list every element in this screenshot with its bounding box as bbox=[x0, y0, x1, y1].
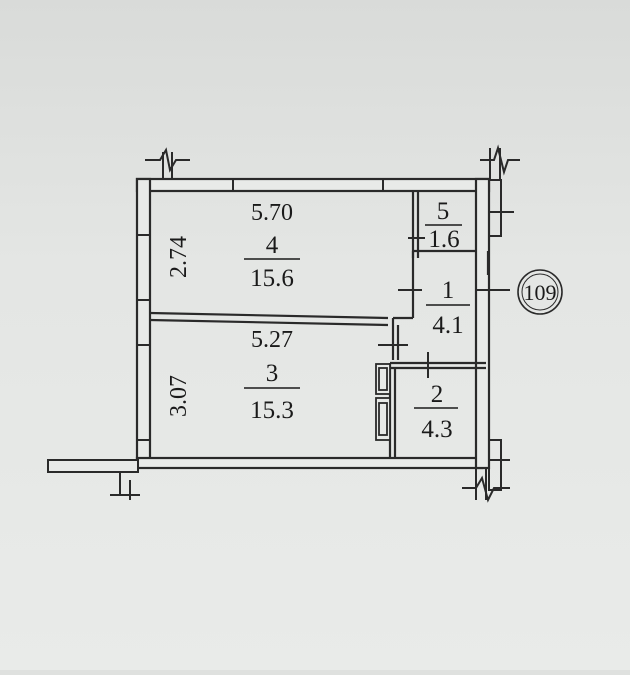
wall-openings bbox=[137, 179, 384, 441]
door-marks bbox=[378, 237, 510, 378]
bathroom-fixtures bbox=[375, 363, 391, 441]
room-5-number: 5 bbox=[437, 198, 450, 225]
unit-marker-label: 109 bbox=[524, 280, 557, 305]
room-5-area: 1.6 bbox=[428, 226, 459, 253]
room-2-number: 2 bbox=[431, 381, 444, 408]
right-wall bbox=[474, 177, 491, 470]
right-column bbox=[488, 179, 514, 491]
left-wall bbox=[135, 177, 152, 466]
outer-walls bbox=[135, 177, 491, 470]
room-3-number: 3 bbox=[266, 360, 279, 387]
interior-walls bbox=[149, 191, 490, 458]
room-2-area: 4.3 bbox=[421, 416, 452, 443]
break-marks bbox=[145, 144, 520, 503]
bottom-wall bbox=[135, 456, 484, 470]
top-wall bbox=[135, 177, 491, 193]
room-3-width: 3.07 bbox=[166, 375, 192, 417]
unit-marker: 109 bbox=[517, 269, 563, 315]
room-4-width: 2.74 bbox=[166, 236, 192, 278]
room-4-number: 4 bbox=[266, 232, 279, 259]
room-1-area: 4.1 bbox=[432, 312, 463, 339]
room-3-length: 5.27 bbox=[251, 327, 293, 353]
room-1-number: 1 bbox=[442, 277, 455, 304]
balcony bbox=[47, 459, 140, 500]
room-4-area: 15.6 bbox=[250, 265, 294, 292]
room-4-length: 5.70 bbox=[251, 200, 293, 226]
room-3-area: 15.3 bbox=[250, 397, 294, 424]
